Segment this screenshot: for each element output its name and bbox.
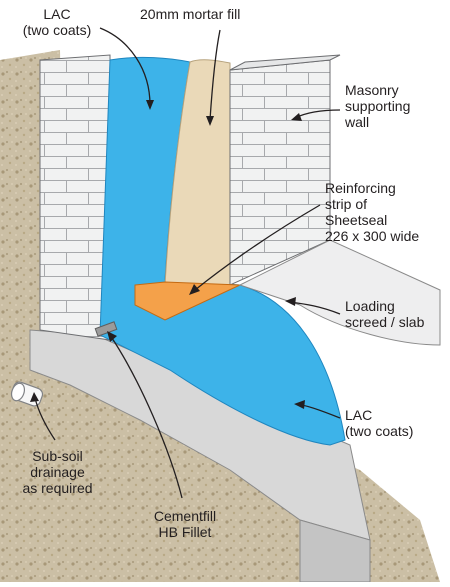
leader-cementfill-fillet <box>109 334 183 499</box>
label-reinforcing-strip: Reinforcing strip of Sheetseal 226 x 300… <box>325 180 420 244</box>
leader-arrowheads <box>30 100 305 409</box>
label-subsoil-drainage: Sub-soil drainage as required <box>22 448 93 496</box>
label-mortar-fill: 20mm mortar fill <box>140 6 241 22</box>
outer-block-wall <box>39 54 111 341</box>
leader-reinforcing-strip <box>194 204 321 291</box>
label-cementfill-fillet: Cementfill HB Fillet <box>153 508 217 540</box>
leader-lac-top <box>99 27 151 106</box>
label-lac-top: LAC (two coats) <box>22 6 92 38</box>
label-lac-bottom: LAC (two coats) <box>345 407 414 439</box>
cementfill-fillet <box>94 321 118 337</box>
masonry-wall-top <box>229 54 341 71</box>
loading-screed <box>238 239 441 346</box>
leader-mortar-fill <box>209 29 221 121</box>
label-loading-screed: Loading screed / slab <box>345 298 425 330</box>
reinforcing-strip <box>134 281 241 321</box>
label-masonry-wall: Masonry supporting wall <box>345 82 411 130</box>
